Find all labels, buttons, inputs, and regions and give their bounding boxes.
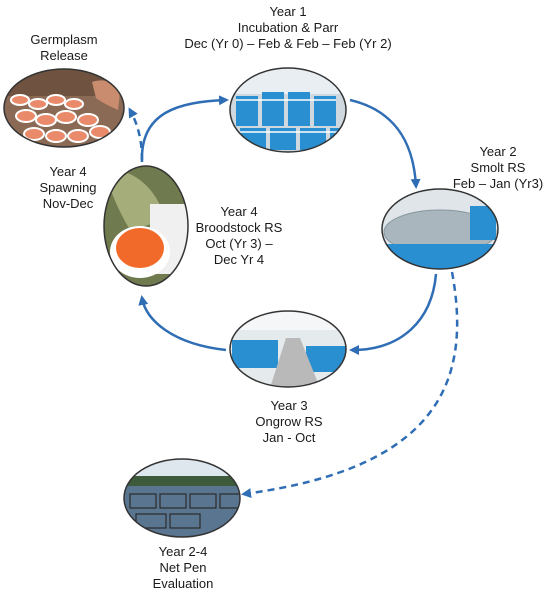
incubation-photo [229, 67, 347, 153]
netpen-photo [123, 458, 241, 538]
arrow-smolt-to-ongrow [349, 273, 438, 355]
ongrow-photo [229, 310, 347, 388]
arrow-smolt-to-netpen [241, 271, 459, 499]
spawning-photo [103, 165, 189, 287]
arrow-incubation-to-smolt [349, 98, 421, 189]
arrow-spawning-to-germplasm [128, 107, 144, 161]
arrow-spawning-to-incubation [140, 95, 229, 163]
germplasm-photo [3, 68, 125, 148]
arrow-ongrow-to-broodstock [138, 295, 227, 352]
smolt-photo [381, 188, 499, 270]
